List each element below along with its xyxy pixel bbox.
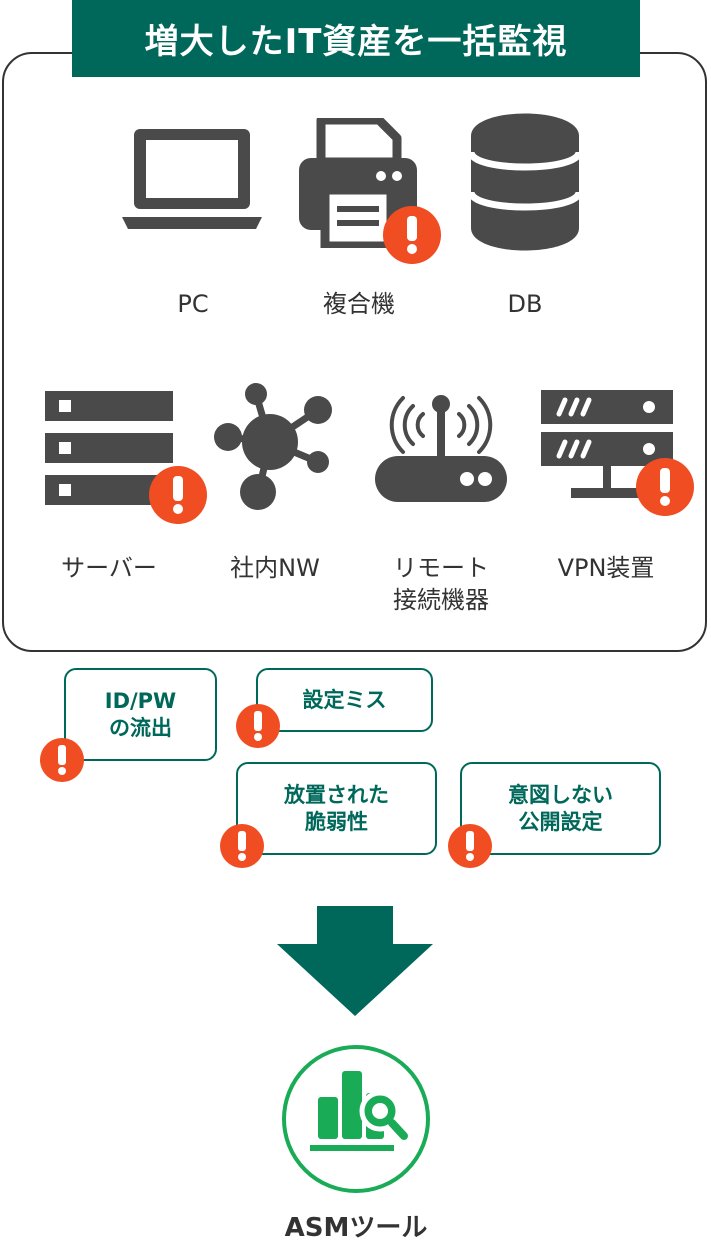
risk-exposure-line2: 公開設定	[518, 809, 603, 834]
risk-vuln-line2: 脆弱性	[305, 809, 368, 834]
asset-label-mfp: 複合機	[323, 290, 395, 318]
risk-vuln-line1: 放置された	[284, 782, 389, 807]
asset-label-network: 社内NW	[230, 554, 320, 582]
alert-icon	[383, 206, 441, 264]
risk-vulnerability: 放置された 脆弱性	[236, 762, 437, 855]
alert-icon	[236, 704, 280, 748]
asset-label-pc: PC	[177, 290, 209, 318]
risk-idpw-leak: ID/PW の流出	[64, 668, 217, 761]
risk-idpw-line2: の流出	[108, 715, 172, 740]
router-icon	[375, 390, 507, 504]
diagram-title: 増大したIT資産を一括監視	[72, 0, 640, 77]
asset-label-vpn: VPN装置	[557, 554, 655, 582]
risk-misconfig-label: 設定ミス	[302, 687, 387, 712]
risk-exposure: 意図しない 公開設定	[460, 762, 661, 855]
asset-label-remote-line1: リモート	[393, 554, 489, 582]
network-icon	[212, 382, 336, 512]
asset-label-remote-line2: 接続機器	[393, 586, 489, 614]
alert-icon	[448, 824, 492, 868]
risk-misconfig: 設定ミス	[256, 668, 433, 732]
asset-label-db: DB	[507, 290, 543, 318]
database-icon	[469, 112, 581, 252]
down-arrow-icon	[275, 906, 435, 1018]
asset-label-remote: リモート 接続機器	[371, 552, 511, 616]
asm-tool-icon	[280, 1043, 432, 1195]
laptop-icon	[122, 125, 262, 233]
alert-icon	[636, 458, 694, 516]
asset-label-server: サーバー	[61, 554, 157, 582]
risk-idpw-line1: ID/PW	[104, 688, 177, 713]
alert-icon	[149, 466, 207, 524]
alert-icon	[40, 738, 84, 782]
alert-icon	[220, 824, 264, 868]
risk-exposure-line1: 意図しない	[508, 782, 613, 807]
vpn-icon	[541, 390, 673, 504]
asm-tool-label: ASMツール	[284, 1213, 428, 1243]
